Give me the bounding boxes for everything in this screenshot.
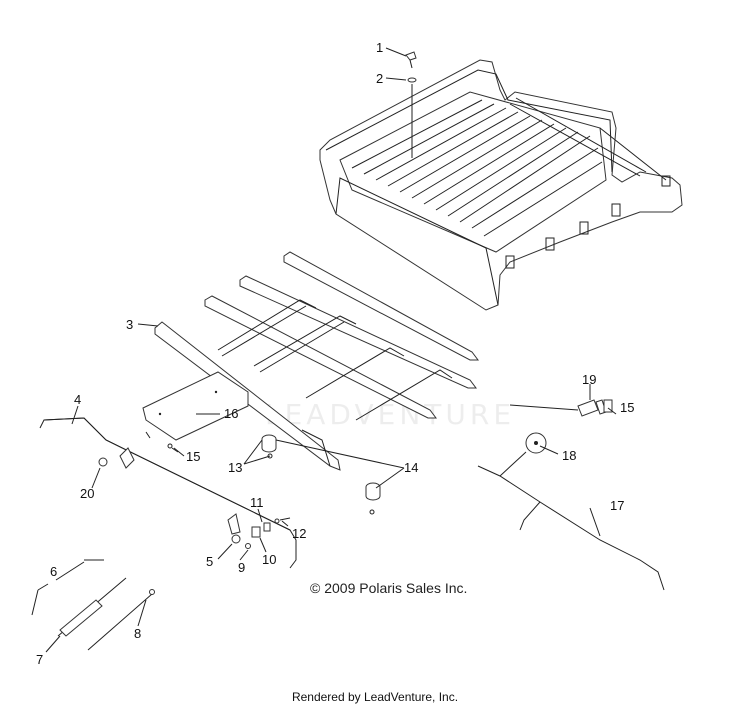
callout-5: 5 — [206, 554, 213, 569]
callout-4: 4 — [74, 392, 81, 407]
footer-credit: Rendered by LeadVenture, Inc. — [291, 690, 459, 704]
watermark: LEADVENTURE — [265, 398, 515, 431]
gas-shock — [31, 559, 155, 651]
wire-harness — [477, 432, 665, 591]
latch-hardware — [231, 517, 291, 549]
callout-14: 14 — [404, 460, 418, 475]
callout-16: 16 — [224, 406, 238, 421]
callout-10: 10 — [262, 552, 276, 567]
callout-8: 8 — [134, 626, 141, 641]
latch-rod — [39, 417, 297, 569]
callout-labels: 1 2 3 4 5 6 7 8 9 10 11 12 13 14 15 15 1… — [36, 40, 634, 667]
cargo-box — [319, 59, 683, 311]
top-fasteners — [405, 51, 417, 158]
hitch-pin — [509, 399, 613, 417]
callout-3: 3 — [126, 317, 133, 332]
callout-15-left: 15 — [186, 449, 200, 464]
bumper-pads — [261, 434, 381, 515]
callout-11: 11 — [250, 495, 264, 510]
callout-13: 13 — [228, 460, 242, 475]
callout-18: 18 — [562, 448, 576, 463]
skid-plate — [142, 371, 249, 441]
callout-15-right: 15 — [620, 400, 634, 415]
callout-17: 17 — [610, 498, 624, 513]
callout-2: 2 — [376, 71, 383, 86]
copyright-text: © 2009 Polaris Sales Inc. — [310, 580, 467, 596]
callout-7: 7 — [36, 652, 43, 667]
callout-20: 20 — [80, 486, 94, 501]
callout-12: 12 — [292, 526, 306, 541]
callout-1: 1 — [376, 40, 383, 55]
frame-assembly — [154, 251, 479, 471]
callout-6: 6 — [50, 564, 57, 579]
callout-19: 19 — [582, 372, 596, 387]
leader-lines — [45, 47, 617, 653]
callout-9: 9 — [238, 560, 245, 575]
